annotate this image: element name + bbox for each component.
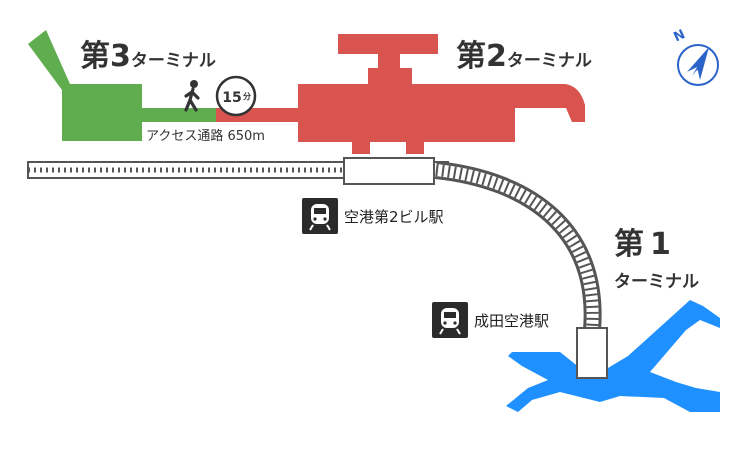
compass-icon: N (672, 27, 719, 86)
walk-time-number: 15 (222, 90, 241, 106)
terminal-1-prefix: 第 (614, 227, 644, 262)
terminal-2-main (298, 84, 585, 142)
terminal-1-number: 1 (650, 227, 671, 262)
rail-tracks (27, 161, 602, 331)
terminal-3-prefix: 第 (80, 39, 110, 74)
station-name: 空港第2ビル駅 (344, 208, 444, 226)
terminal-1-building[interactable] (506, 300, 720, 412)
terminal-3-building[interactable] (28, 30, 142, 141)
terminal-2-prefix: 第 (456, 39, 486, 74)
terminal-3-suffix: ターミナル (131, 51, 216, 71)
walking-person-icon (184, 80, 200, 112)
station-name: 成田空港駅 (474, 312, 549, 330)
station-airport-terminal2[interactable]: 空港第2ビル駅 (302, 198, 444, 234)
access-route-label: アクセス通路 650m (146, 128, 265, 144)
airport-terminal2-station-platform[interactable] (343, 157, 435, 185)
walk-time-unit: 分 (243, 91, 251, 101)
terminal-3-pier (28, 30, 70, 90)
terminal-2-building[interactable] (298, 34, 585, 154)
terminal-2-label: 第2ターミナル (456, 39, 592, 74)
train-icon (432, 302, 468, 338)
terminal-2-number: 2 (486, 39, 507, 74)
terminal-2-suffix: ターミナル (507, 51, 592, 71)
terminal-1-main (506, 300, 720, 412)
terminal-1-suffix: ターミナル (614, 272, 699, 292)
terminal-3-number: 3 (110, 39, 131, 74)
station-narita-airport[interactable]: 成田空港駅 (432, 302, 549, 338)
terminal-3-main (62, 84, 142, 141)
compass-north-letter: N (672, 27, 688, 45)
narita-airport-station-platform[interactable] (576, 327, 608, 379)
train-icon (302, 198, 338, 234)
walk-time-circle (215, 75, 257, 117)
terminal-2-top-wing (338, 34, 438, 54)
terminal-3-label: 第3ターミナル (80, 39, 216, 74)
access-corridor-green (140, 108, 218, 122)
walk-time-badge: 15 分 (215, 75, 257, 117)
